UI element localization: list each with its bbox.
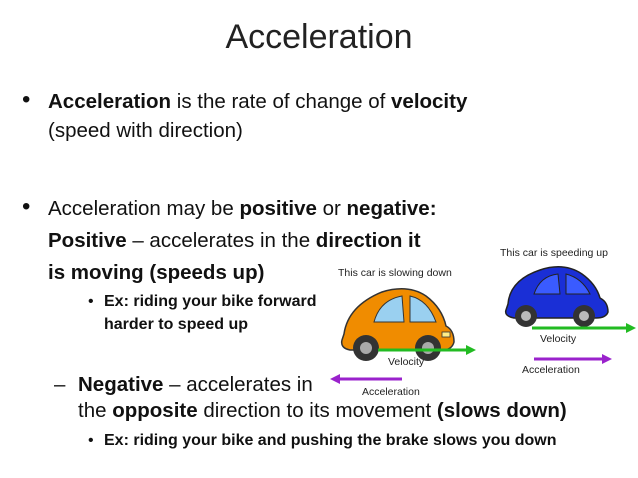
- left-figure-caption: This car is slowing down: [338, 267, 452, 279]
- negative-line-1: Negative – accelerates in: [78, 373, 313, 396]
- bullet-1-line-2: (speed with direction): [48, 119, 243, 142]
- velocity-arrow: [378, 345, 476, 355]
- blue-car-icon: [504, 266, 609, 327]
- term-velocity: velocity: [391, 90, 468, 113]
- bullet-1-marker: •: [22, 86, 31, 113]
- negative-dash: –: [54, 373, 66, 396]
- bullet-2-line-3: is moving (speeds up): [48, 261, 265, 284]
- bullet-2-line-2: Positive – accelerates in the direction …: [48, 229, 421, 252]
- right-acceleration-arrow: [534, 354, 612, 364]
- sub-bullet-1-line-1: Ex: riding your bike forward: [104, 293, 317, 310]
- sub-bullet-2-marker: •: [88, 432, 94, 449]
- left-acceleration-arrow: [330, 374, 402, 384]
- term-acceleration: Acceleration: [48, 90, 172, 113]
- velocity-arrow: [532, 323, 636, 333]
- bullet-1-line-1: Acceleration is the rate of change of ve…: [48, 90, 468, 113]
- bullet-2-line-1: Acceleration may be positive or negative…: [48, 197, 437, 220]
- sub-bullet-1-marker: •: [88, 293, 94, 310]
- right-figure-caption: This car is speeding up: [500, 247, 608, 259]
- negative-line-2: the opposite direction to its movement (…: [78, 399, 567, 422]
- right-velocity-label: Velocity: [540, 333, 577, 345]
- sub-bullet-1-line-2: harder to speed up: [104, 316, 249, 333]
- blue-car-figure: [504, 266, 636, 333]
- slide-title: Acceleration: [225, 18, 413, 56]
- sub-bullet-2-line-1: Ex: riding your bike and pushing the bra…: [104, 432, 557, 449]
- right-acceleration-label: Acceleration: [522, 364, 580, 376]
- left-acceleration-label: Acceleration: [362, 386, 420, 398]
- bullet-2-marker: •: [22, 193, 31, 220]
- left-velocity-label: Velocity: [388, 356, 425, 368]
- orange-car-figure: [340, 288, 476, 361]
